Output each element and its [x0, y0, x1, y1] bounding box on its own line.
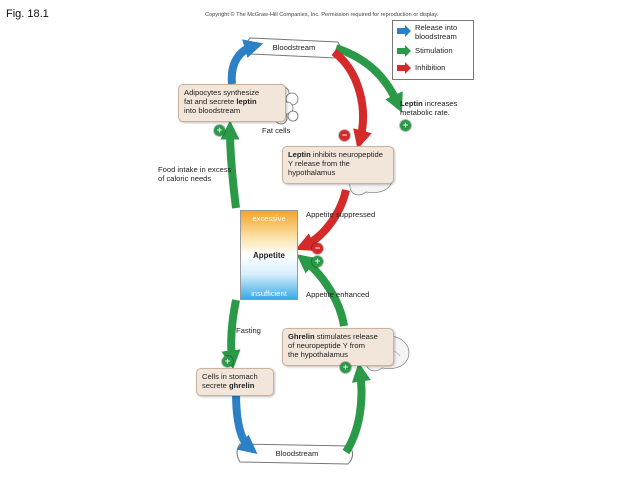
- legend-arrow-blue-icon: [397, 25, 411, 37]
- leptin-metabolic-text: Leptin increases metabolic rate.: [400, 99, 457, 117]
- minus-sign-appetite: −: [312, 243, 323, 254]
- food-intake-text: Food intake in excess of caloric needs: [158, 165, 231, 183]
- legend-label-inhibition: Inhibition: [415, 63, 446, 72]
- adipocytes-line-2-text: fat and secrete: [184, 97, 237, 106]
- ghrelin-line-3: the hypothalamus: [288, 350, 348, 359]
- figure-label: Fig. 18.1: [6, 8, 49, 20]
- appetite-suppressed-label: Appetite suppressed: [306, 210, 376, 219]
- release-arrow-bottom: [232, 391, 258, 455]
- stomach-line-2-text: secrete: [202, 381, 230, 390]
- stimulation-arrow-food-intake: [220, 120, 240, 209]
- leptin-metabolic-line-2: metabolic rate.: [400, 108, 450, 117]
- leptin-inhibits-line-1: Leptin inhibits neuropeptide: [288, 150, 388, 159]
- stomach-line-1: Cells in stomach: [202, 372, 258, 381]
- ghrelin-box: Ghrelin stimulates release of neuropepti…: [282, 328, 394, 366]
- ghrelin-term: Ghrelin: [288, 332, 315, 341]
- appetite-excessive-label: excessive: [252, 214, 286, 223]
- inhibition-arrow-leptin: [331, 48, 372, 150]
- plus-sign-ghrelin: +: [340, 362, 351, 373]
- food-intake-line-1: Food intake in excess: [158, 165, 232, 174]
- appetite-scale: excessive Appetite insufficient: [240, 210, 298, 300]
- legend-label-stimulation: Stimulation: [415, 46, 453, 55]
- adipocytes-leptin-term: leptin: [236, 97, 257, 106]
- stomach-cells-box: Cells in stomach secrete ghrelin: [196, 368, 274, 396]
- adipocytes-box: Adipocytes synthesize fat and secrete le…: [178, 84, 286, 122]
- leptin-inhibits-line-3: hypothalamus: [288, 168, 336, 177]
- adipocytes-line-2: fat and secrete leptin: [184, 97, 280, 106]
- fasting-label: Fasting: [236, 326, 261, 335]
- legend-item-release: Release into bloodstream: [396, 23, 472, 41]
- legend-item-inhibition: Inhibition: [396, 61, 472, 77]
- stomach-line-2: secrete ghrelin: [202, 381, 268, 390]
- plus-sign-adipocytes: +: [214, 125, 225, 136]
- leptin-inhibits-term: Leptin: [288, 150, 311, 159]
- stomach-ghrelin-term: ghrelin: [229, 381, 255, 390]
- appetite-title: Appetite: [253, 251, 285, 260]
- stimulation-arrow-ghrelin: [342, 362, 371, 455]
- ghrelin-line-1-text: stimulates release: [314, 332, 378, 341]
- appetite-enhanced-label: Appetite enhanced: [306, 290, 370, 299]
- stimulation-arrow-appetite: [296, 254, 348, 327]
- stimulation-arrow-fasting: [221, 299, 241, 370]
- bloodstream-top-label: Bloodstream: [272, 43, 316, 52]
- legend: Release into bloodstream Stimulation Inh…: [392, 20, 474, 80]
- appetite-insufficient-label: insufficient: [251, 289, 287, 298]
- legend-arrow-red-icon: [397, 62, 411, 74]
- food-intake-line-2: of caloric needs: [158, 174, 212, 183]
- leptin-metabolic-term: Leptin: [400, 99, 423, 108]
- legend-label-release: Release into bloodstream: [415, 23, 458, 41]
- plus-sign-appetite: +: [312, 256, 323, 267]
- ghrelin-line-1: Ghrelin stimulates release: [288, 332, 388, 341]
- leptin-metabolic-line-1-text: increases: [422, 99, 458, 108]
- copyright-notice: Copyright © The McGraw-Hill Companies, I…: [205, 12, 439, 18]
- leptin-inhibits-line-2: Y release from the: [288, 159, 350, 168]
- ghrelin-line-2: of neuropeptide Y from: [288, 341, 365, 350]
- minus-sign-leptin: −: [339, 130, 350, 141]
- plus-sign-fasting: +: [222, 356, 233, 367]
- fat-cells-label: Fat cells: [262, 126, 291, 135]
- leptin-inhibits-box: Leptin inhibits neuropeptide Y release f…: [282, 146, 394, 184]
- stimulation-arrow-metabolic: [334, 44, 403, 113]
- plus-sign-metabolic: +: [400, 120, 411, 131]
- legend-item-stimulation: Stimulation: [396, 44, 472, 60]
- adipocytes-line-1: Adipocytes synthesize: [184, 88, 260, 97]
- inhibition-arrow-appetite: [295, 188, 350, 251]
- bloodstream-bottom-label: Bloodstream: [275, 449, 319, 458]
- legend-arrow-green-icon: [397, 45, 411, 57]
- leptin-metabolic-line-1: Leptin increases: [400, 99, 457, 108]
- leptin-inhibits-line-1-text: inhibits neuropeptide: [310, 150, 383, 159]
- release-arrow-top: [227, 39, 264, 85]
- adipocytes-line-3: into bloodstream: [184, 106, 241, 115]
